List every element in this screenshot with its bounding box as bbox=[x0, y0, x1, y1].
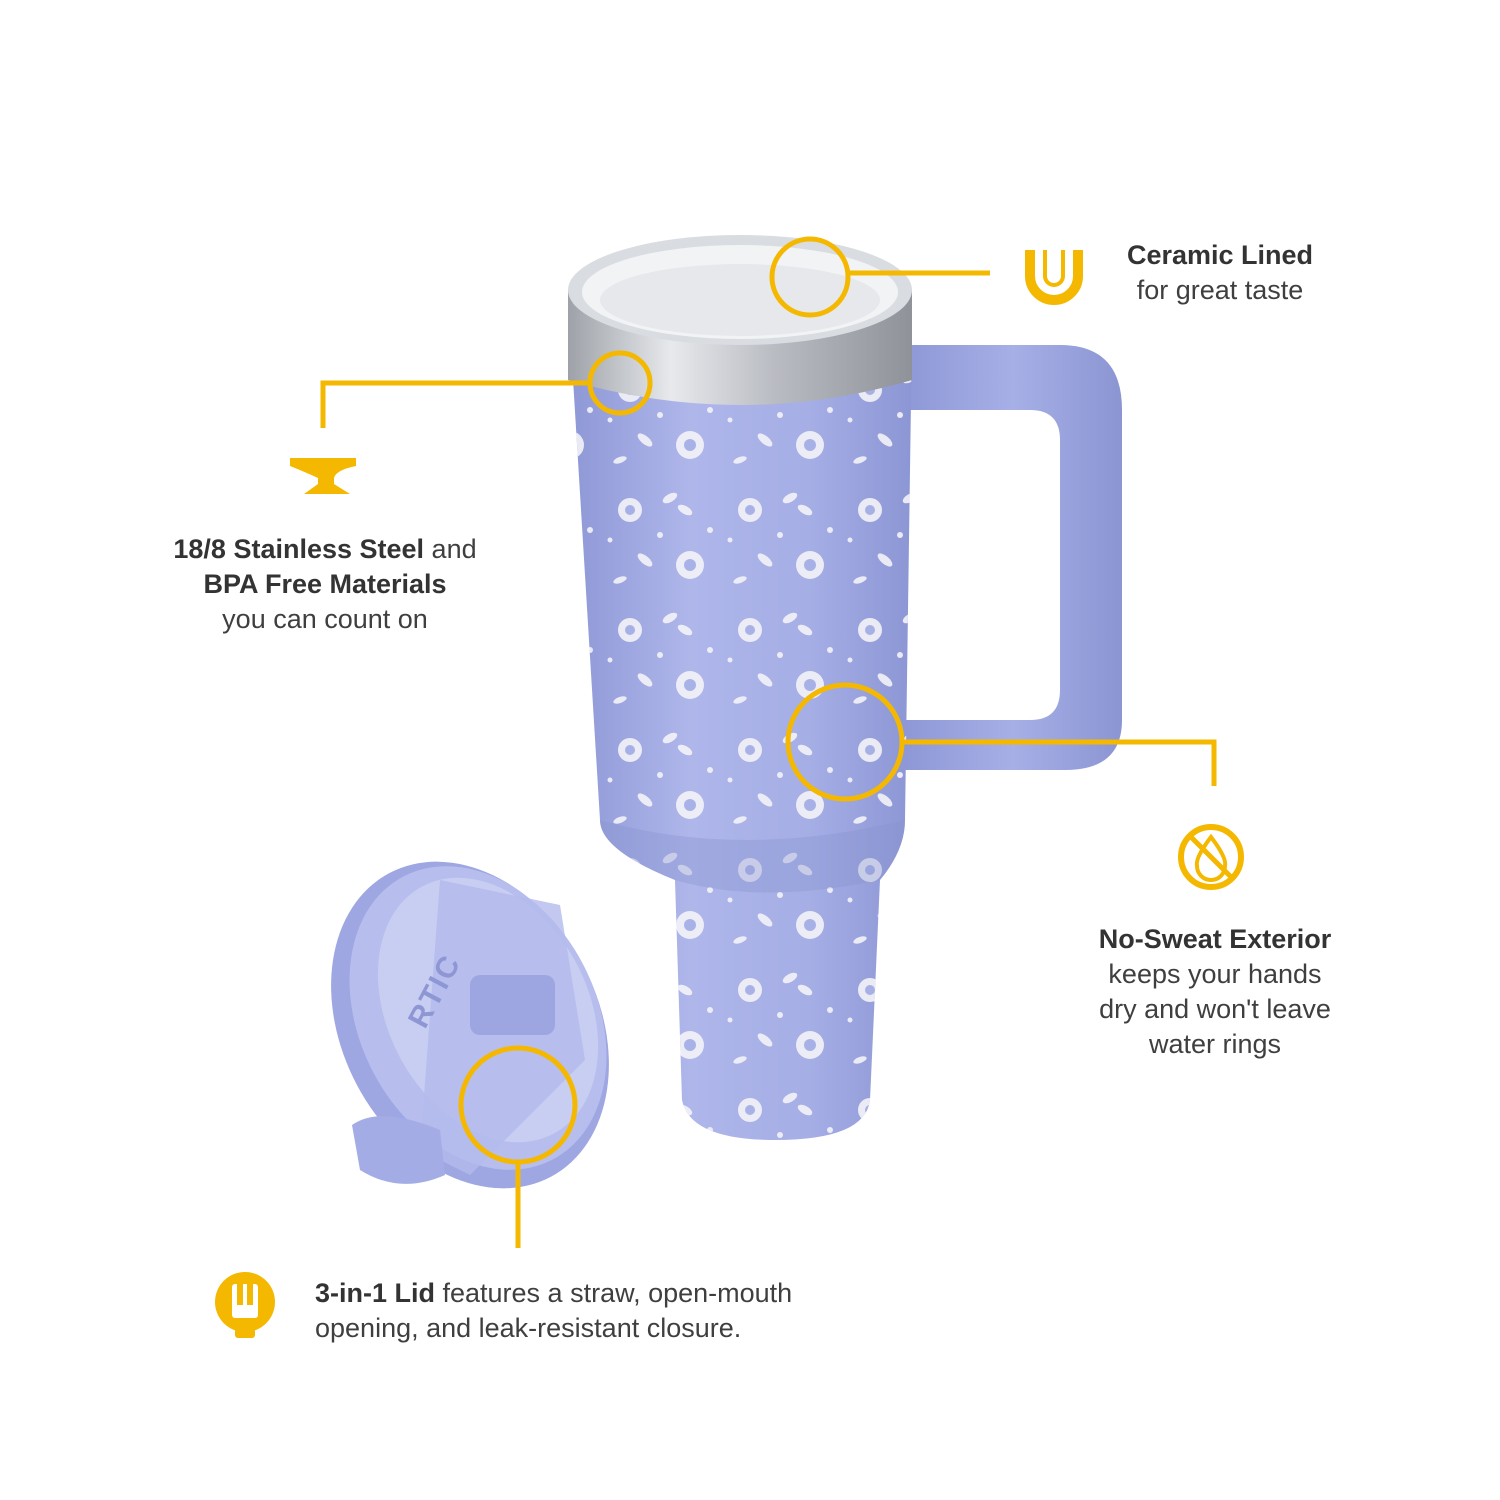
tumbler-body bbox=[570, 330, 912, 1140]
feature-ceramic: Ceramic Lined for great taste bbox=[1095, 238, 1345, 308]
stainless-rim bbox=[568, 235, 912, 405]
feature-ceramic-title: Ceramic Lined bbox=[1126, 240, 1314, 270]
callout-line-sweat bbox=[902, 739, 1217, 786]
feature-lid-desc-1: features a straw, open-mouth bbox=[435, 1278, 793, 1308]
lid-icon bbox=[215, 1272, 275, 1338]
feature-steel-desc: you can count on bbox=[222, 604, 428, 634]
anvil-icon bbox=[290, 458, 356, 494]
feature-sweat-title: No-Sweat Exterior bbox=[1098, 924, 1332, 954]
feature-lid-line1: 3-in-1 Lid features a straw, open-mouth bbox=[315, 1276, 875, 1311]
lid: RTIC bbox=[331, 861, 609, 1189]
feature-lid-desc-2: opening, and leak-resistant closure. bbox=[315, 1313, 742, 1343]
feature-steel-title-a: 18/8 Stainless Steel bbox=[173, 534, 425, 564]
no-drop-icon bbox=[1178, 824, 1244, 890]
feature-steel-line1: 18/8 Stainless Steel and bbox=[120, 532, 530, 567]
feature-steel-title-b: BPA Free Materials bbox=[203, 569, 447, 599]
feature-ceramic-desc: for great taste bbox=[1136, 275, 1304, 305]
callout-circle-ceramic bbox=[769, 236, 851, 318]
u-shape-icon bbox=[1025, 250, 1083, 305]
callout-line-steel bbox=[320, 380, 590, 428]
feature-lid-title: 3-in-1 Lid bbox=[315, 1278, 435, 1308]
feature-steel-mid: and bbox=[424, 534, 477, 564]
feature-sweat-desc-1: keeps your hands bbox=[1108, 959, 1322, 989]
feature-sweat: No-Sweat Exterior keeps your hands dry a… bbox=[1060, 922, 1370, 1062]
feature-sweat-desc-2: dry and won't leave bbox=[1099, 994, 1331, 1024]
callouts bbox=[320, 236, 1217, 1248]
feature-lid: 3-in-1 Lid features a straw, open-mouth … bbox=[315, 1276, 875, 1346]
feature-steel: 18/8 Stainless Steel and BPA Free Materi… bbox=[120, 532, 530, 637]
feature-sweat-desc-3: water rings bbox=[1148, 1029, 1282, 1059]
tumbler-handle bbox=[905, 345, 1122, 770]
